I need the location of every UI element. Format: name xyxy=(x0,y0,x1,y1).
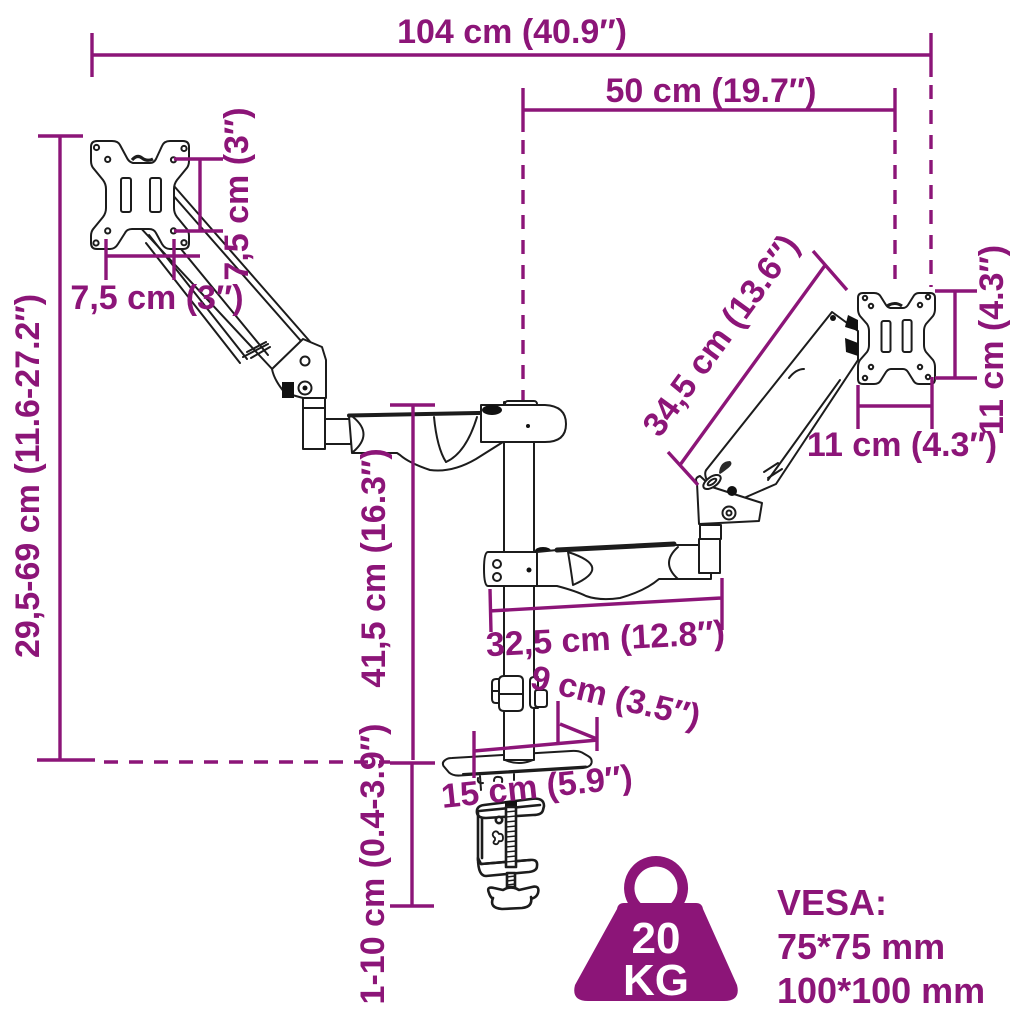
svg-text:75*75 mm: 75*75 mm xyxy=(777,926,945,967)
svg-text:20: 20 xyxy=(632,914,681,963)
svg-text:KG: KG xyxy=(623,956,689,1005)
svg-text:50 cm (19.7″): 50 cm (19.7″) xyxy=(606,72,817,110)
svg-text:100*100 mm: 100*100 mm xyxy=(777,970,985,1011)
svg-text:9 cm (3.5″): 9 cm (3.5″) xyxy=(527,659,704,736)
svg-text:104 cm (40.9″): 104 cm (40.9″) xyxy=(397,13,627,51)
svg-text:7,5 cm (3″): 7,5 cm (3″) xyxy=(218,107,256,280)
svg-text:29,5-69 cm (11.6-27.2″): 29,5-69 cm (11.6-27.2″) xyxy=(9,294,47,658)
svg-text:VESA:: VESA: xyxy=(777,882,887,923)
svg-text:11 cm (4.3″): 11 cm (4.3″) xyxy=(973,245,1011,435)
svg-text:1-10 cm (0.4-3.9″): 1-10 cm (0.4-3.9″) xyxy=(354,724,392,1005)
svg-text:7,5 cm (3″): 7,5 cm (3″) xyxy=(70,279,243,317)
svg-text:41,5 cm (16.3″): 41,5 cm (16.3″) xyxy=(355,448,393,687)
svg-text:11 cm (4.3″): 11 cm (4.3″) xyxy=(807,426,997,464)
